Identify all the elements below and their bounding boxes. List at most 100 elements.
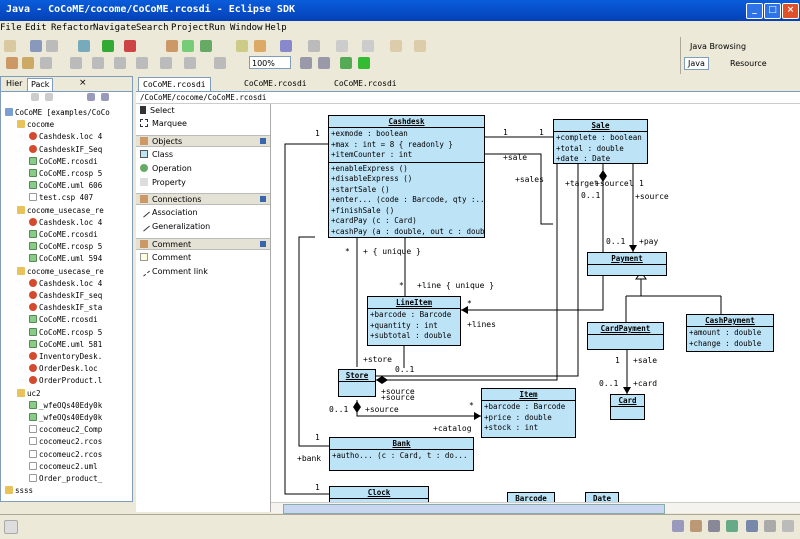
tree-item[interactable]: OrderProduct.l — [29, 375, 102, 386]
tree-item[interactable]: CoCoME.rcosdi — [29, 314, 98, 325]
debug-icon[interactable] — [78, 40, 90, 52]
tree-item[interactable]: CashdeskIF_Seq — [29, 144, 102, 155]
pin-icon[interactable] — [260, 138, 266, 144]
diagram-canvas[interactable]: 1 1 1 +sale +sales * + { unique } * +lin… — [271, 104, 800, 512]
next-annotation-icon[interactable] — [336, 40, 348, 52]
zoom-in-icon[interactable] — [300, 57, 312, 69]
attribute[interactable]: +price : double — [484, 412, 552, 422]
tab-hierarchy[interactable]: Hier — [6, 79, 23, 88]
tree-item[interactable]: test.csp 407 — [29, 192, 93, 203]
palette-select[interactable]: Select — [140, 105, 175, 117]
palette-operation[interactable]: Operation — [140, 163, 192, 175]
tree-item[interactable]: ssss — [5, 485, 33, 496]
tree-item[interactable]: CoCoME.uml 581 — [29, 339, 102, 350]
arrange-icon[interactable] — [160, 57, 172, 69]
align-icon[interactable] — [6, 57, 18, 69]
palette-generalization[interactable]: Generalization — [138, 219, 210, 233]
attribute[interactable]: +quantity : int — [370, 320, 438, 330]
operation[interactable]: +disableExpress () — [331, 174, 413, 183]
class-bank[interactable]: Bank+autho... (c : Card, t : do... — [329, 437, 474, 471]
new-class-icon[interactable] — [200, 40, 212, 52]
tab-package-explorer[interactable]: Pack — [27, 78, 54, 91]
collapse-all-icon[interactable] — [87, 93, 95, 101]
operation[interactable]: +cashPay (a : double, out c : double) — [331, 226, 485, 236]
properties-icon[interactable] — [764, 520, 776, 532]
font-icon[interactable] — [70, 57, 82, 69]
palette-section-connections[interactable]: Connections — [136, 193, 270, 205]
operation[interactable]: +startSale () — [331, 184, 390, 194]
operation[interactable]: +enter... (code : Barcode, qty :... — [331, 195, 485, 204]
palette-marquee[interactable]: Marquee — [140, 118, 187, 130]
palette-association[interactable]: Association — [138, 205, 198, 219]
tree-item[interactable]: CoCoME [examples/CoCo — [5, 107, 110, 118]
palette-section-comment[interactable]: Comment — [136, 238, 270, 250]
zoom-out-icon[interactable] — [318, 57, 330, 69]
class-cardpayment[interactable]: CardPayment — [587, 322, 664, 350]
search-icon[interactable] — [254, 40, 266, 52]
line-style-icon[interactable] — [136, 57, 148, 69]
maximize-button[interactable]: □ — [764, 3, 781, 19]
forward-icon[interactable] — [45, 93, 53, 101]
attribute[interactable]: +total : double — [556, 143, 624, 153]
tree-item[interactable]: cocomeuc2.uml — [29, 461, 98, 472]
class-payment[interactable]: Payment — [587, 252, 667, 276]
back-icon[interactable] — [390, 40, 402, 52]
attribute[interactable]: +stock : int — [484, 423, 539, 432]
attribute[interactable]: +amount : double — [689, 328, 762, 337]
palette-comment-link[interactable]: Comment link — [138, 264, 208, 278]
prev-annotation-icon[interactable] — [362, 40, 374, 52]
class-cashdesk[interactable]: Cashdesk+exmode : boolean+max : int = 8 … — [328, 115, 485, 238]
menu-navigate[interactable]: Navigate — [93, 23, 137, 33]
palette-section-objects[interactable]: Objects — [136, 135, 270, 147]
menu-edit[interactable]: Edit — [25, 23, 47, 33]
new-package-icon[interactable] — [182, 40, 194, 52]
distribute-icon[interactable] — [22, 57, 34, 69]
menu-search[interactable]: Search — [136, 23, 169, 33]
editor-tab-3[interactable]: CoCoME.rcosdi — [334, 79, 397, 88]
operation[interactable]: +cardPay (c : Card) — [331, 216, 417, 225]
tree-item[interactable]: CoCoME.rcosdi — [29, 156, 98, 167]
back-icon[interactable] — [31, 93, 39, 101]
tree-item[interactable]: CoCoME.uml 606 — [29, 180, 102, 191]
layout-icon[interactable] — [40, 57, 52, 69]
minimize-button[interactable]: _ — [746, 3, 763, 19]
check-icon[interactable] — [358, 57, 370, 69]
zoom-select[interactable]: 100% — [249, 56, 291, 69]
tree-item[interactable]: CoCoME.rcosp 5 — [29, 327, 102, 338]
operation[interactable]: +autho... (c : Card, t : do... — [332, 451, 468, 460]
scrollbar-thumb[interactable] — [283, 504, 665, 514]
menu-refactor[interactable]: Refactor — [51, 23, 95, 33]
up-icon[interactable] — [340, 57, 352, 69]
tree-item[interactable]: cocome — [17, 119, 54, 130]
open-type-icon[interactable] — [236, 40, 248, 52]
toggle-mark-icon[interactable] — [308, 40, 320, 52]
tree-item[interactable]: cocome_usecase_re — [17, 205, 104, 216]
operation[interactable]: +finishSale () — [331, 205, 395, 215]
tree-item[interactable]: cocomeuc2.rcos — [29, 436, 102, 447]
class-lineitem[interactable]: LineItem+barcode : Barcode+quantity : in… — [367, 296, 461, 346]
line-color-icon[interactable] — [92, 57, 104, 69]
pin-icon[interactable] — [260, 196, 266, 202]
attribute[interactable]: +barcode : Barcode — [370, 310, 452, 319]
run-icon[interactable] — [102, 40, 114, 52]
attribute[interactable]: +complete : boolean — [556, 133, 642, 142]
tree-item[interactable]: Cashdesk.loc 4 — [29, 278, 102, 289]
tree-item[interactable]: Cashdesk.loc 4 — [29, 131, 102, 142]
problems-icon[interactable] — [690, 520, 702, 532]
javadoc-icon[interactable] — [708, 520, 720, 532]
tree-item[interactable]: CoCoME.rcosp 5 — [29, 168, 102, 179]
class-cashpayment[interactable]: CashPayment+amount : double+change : dou… — [686, 314, 774, 352]
forward-icon[interactable] — [414, 40, 426, 52]
new-java-project-icon[interactable] — [166, 40, 178, 52]
palette-property[interactable]: Property — [140, 177, 186, 189]
attribute[interactable]: +max : int = 8 { readonly } — [331, 139, 453, 149]
tree-item[interactable]: CashdeskIF_seq — [29, 290, 102, 301]
tree-item[interactable]: _wfeOQs40Edy0k — [29, 412, 102, 423]
new-icon[interactable] — [4, 40, 16, 52]
tree-item[interactable]: cocomeuc2_Comp — [29, 424, 102, 435]
fast-view-icon[interactable] — [4, 520, 18, 534]
horizontal-scrollbar[interactable] — [271, 502, 800, 514]
tree-item[interactable]: CoCoME.rcosp 5 — [29, 241, 102, 252]
console-icon[interactable] — [746, 520, 758, 532]
fill-color-icon[interactable] — [114, 57, 126, 69]
